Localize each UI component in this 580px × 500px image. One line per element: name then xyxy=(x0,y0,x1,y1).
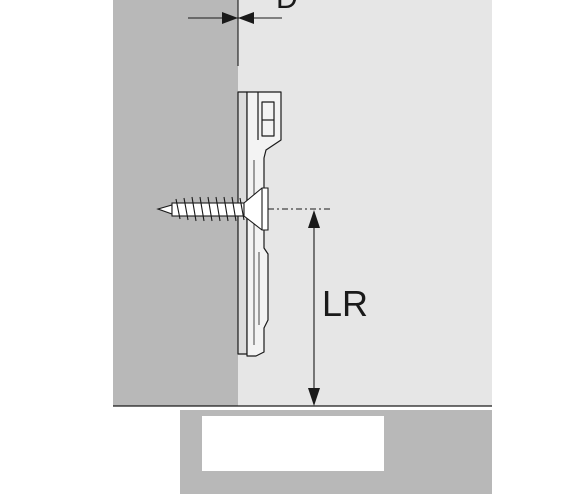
depth-dimension xyxy=(188,0,282,66)
lower-dimension xyxy=(308,210,320,406)
countersunk-wood-screw-icon xyxy=(156,187,269,231)
lower-dimension-label: LR xyxy=(322,283,368,324)
cabinet-front-panel xyxy=(238,0,492,406)
cabinet-base xyxy=(180,410,492,494)
depth-dimension-label: D xyxy=(276,0,298,15)
